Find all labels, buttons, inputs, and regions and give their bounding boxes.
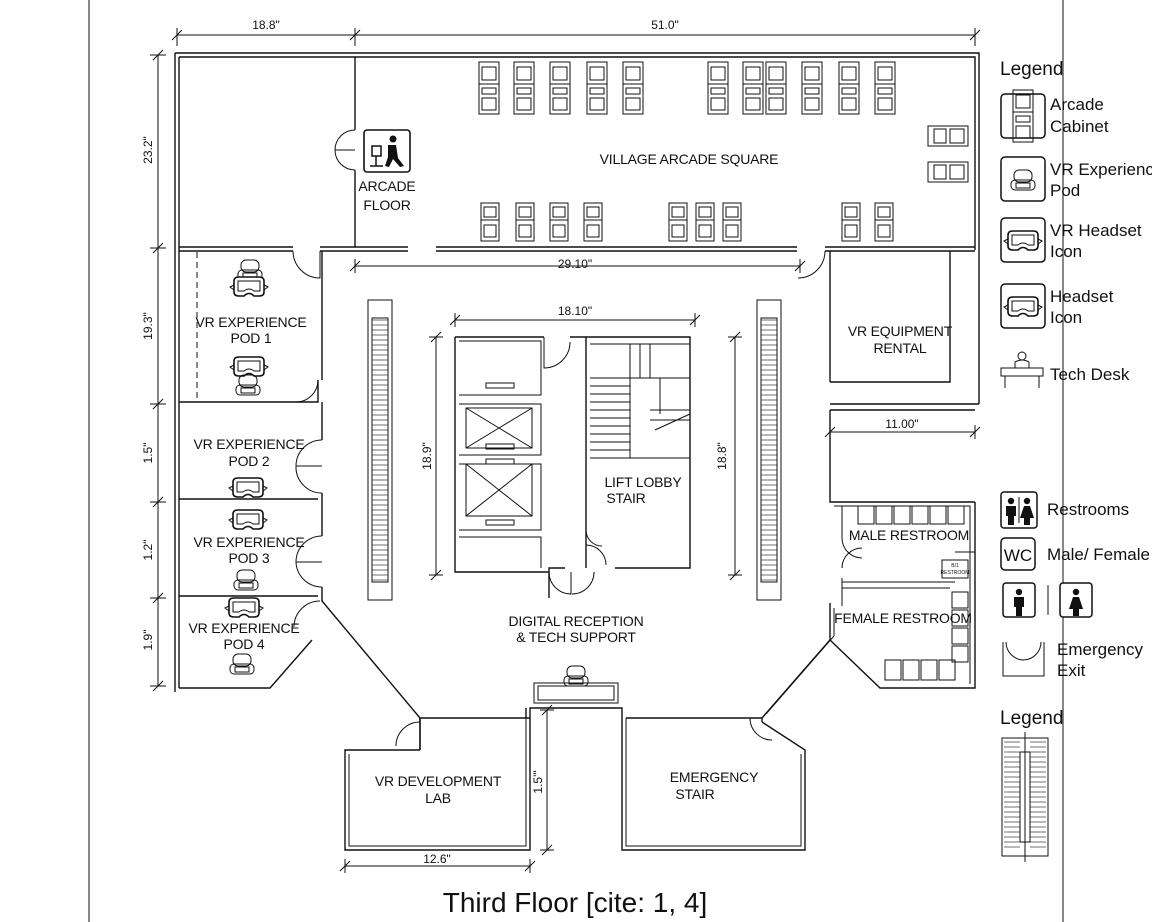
emergency-exit-icon	[1002, 641, 1045, 677]
room-label-reception: DIGITAL RECEPTION	[508, 613, 643, 629]
gender-icons	[1002, 582, 1093, 618]
room-label-emergency-stair: STAIR	[675, 786, 714, 802]
room-label-pod-4: VR EXPERIENCE	[189, 620, 300, 636]
legend-item-label: Cabinet	[1050, 117, 1109, 136]
dim-corridor: 29.10"	[558, 257, 592, 271]
room-label-arcade-floor: ARCADE	[358, 178, 415, 194]
room-label-arcade-floor: FLOOR	[363, 197, 410, 213]
legend-item-label: Exit	[1057, 661, 1086, 680]
legend-item-label: VR Headset	[1050, 221, 1142, 240]
legend-heading-2: Legend	[1000, 708, 1063, 729]
vr-pod-chair-icon	[1000, 156, 1046, 202]
room-label-pod-4: POD 4	[223, 636, 264, 652]
escalator-legend-icon	[1001, 732, 1049, 862]
room-label-emergency-stair: EMERGENCY	[670, 769, 759, 785]
wc-badge: WC	[1004, 546, 1032, 565]
restroom-sign: B/1	[951, 563, 959, 569]
wc-icon	[1000, 537, 1036, 571]
legend-heading: Legend	[1000, 59, 1063, 80]
legend-item-label: Restrooms	[1047, 500, 1129, 519]
room-label-reception: & TECH SUPPORT	[516, 629, 636, 645]
legend-item-label: Pod	[1050, 181, 1080, 200]
restroom-sign: RESTROOM	[941, 570, 970, 576]
dim-pod1-height: 19.3"	[141, 312, 155, 340]
legend-item-label: Male/ Female	[1047, 545, 1150, 564]
dim-east-wing: 11.00"	[885, 417, 918, 431]
dim-arcade-height: 23.2"	[141, 136, 155, 164]
legend-item-label: Emergency	[1057, 640, 1143, 659]
room-label-vr-lab: VR DEVELOPMENT	[375, 773, 502, 789]
dim-core-height-left: 18.9"	[420, 442, 434, 470]
dim-pod2-height: 1.5"	[141, 443, 155, 464]
legend-item-label: Tech Desk	[1050, 365, 1130, 384]
dim-top-right: 51.0"	[651, 18, 679, 32]
dim-lab-height: 1.5'"	[531, 770, 545, 793]
room-label-lift-lobby: LIFT LOBBY	[604, 474, 682, 490]
room-label-pod-1: VR EXPERIENCE	[196, 314, 307, 330]
room-label-lift-lobby: STAIR	[606, 490, 645, 506]
room-label-vr-rental: RENTAL	[874, 340, 927, 356]
legend-item-label: Headset	[1050, 287, 1114, 306]
building-walls	[174, 52, 980, 851]
room-label-pod-3: VR EXPERIENCE	[194, 534, 305, 550]
legend-item-label: VR Experience	[1050, 160, 1152, 179]
room-label-female-restroom: FEMALE RESTROOM	[834, 610, 972, 626]
room-label-pod-2: POD 2	[228, 453, 269, 469]
dim-top-left: 18.8"	[252, 18, 280, 32]
plan-title: Third Floor [cite: 1, 4]	[443, 887, 708, 918]
legend-item-label: Icon	[1050, 242, 1082, 261]
dim-core-height-right: 18.8"	[715, 442, 729, 470]
legend-item-label: Icon	[1050, 308, 1082, 327]
dim-pod4-height: 1.9"	[141, 630, 155, 651]
room-labels: VILLAGE ARCADE SQUARE ARCADE FLOOR VR EX…	[189, 151, 973, 806]
room-label-male-restroom: MALE RESTROOM	[849, 527, 969, 543]
legend-item-label: Arcade	[1050, 95, 1104, 114]
dim-core-width: 18.10"	[558, 304, 592, 318]
room-label-arcade-square: VILLAGE ARCADE SQUARE	[600, 151, 779, 167]
room-label-vr-lab: LAB	[425, 790, 451, 806]
dimension-lines: 18.8" 51.0" 23.2" 19.3" 1.5" 1.2" 1.9" 2…	[141, 18, 981, 873]
room-label-pod-3: POD 3	[228, 550, 269, 566]
room-label-pod-2: VR EXPERIENCE	[194, 436, 305, 452]
dim-pod3-height: 1.2"	[141, 540, 155, 561]
dim-lab-width: 12.6"	[423, 852, 451, 866]
room-label-pod-1: POD 1	[230, 330, 271, 346]
legend: Legend Arcade Cabinet VR Experience Pod …	[1000, 59, 1152, 862]
room-label-vr-rental: VR EQUIPMENT	[848, 323, 953, 339]
tech-desk-icon	[1000, 351, 1044, 388]
arcade-floor-icon	[363, 129, 411, 173]
